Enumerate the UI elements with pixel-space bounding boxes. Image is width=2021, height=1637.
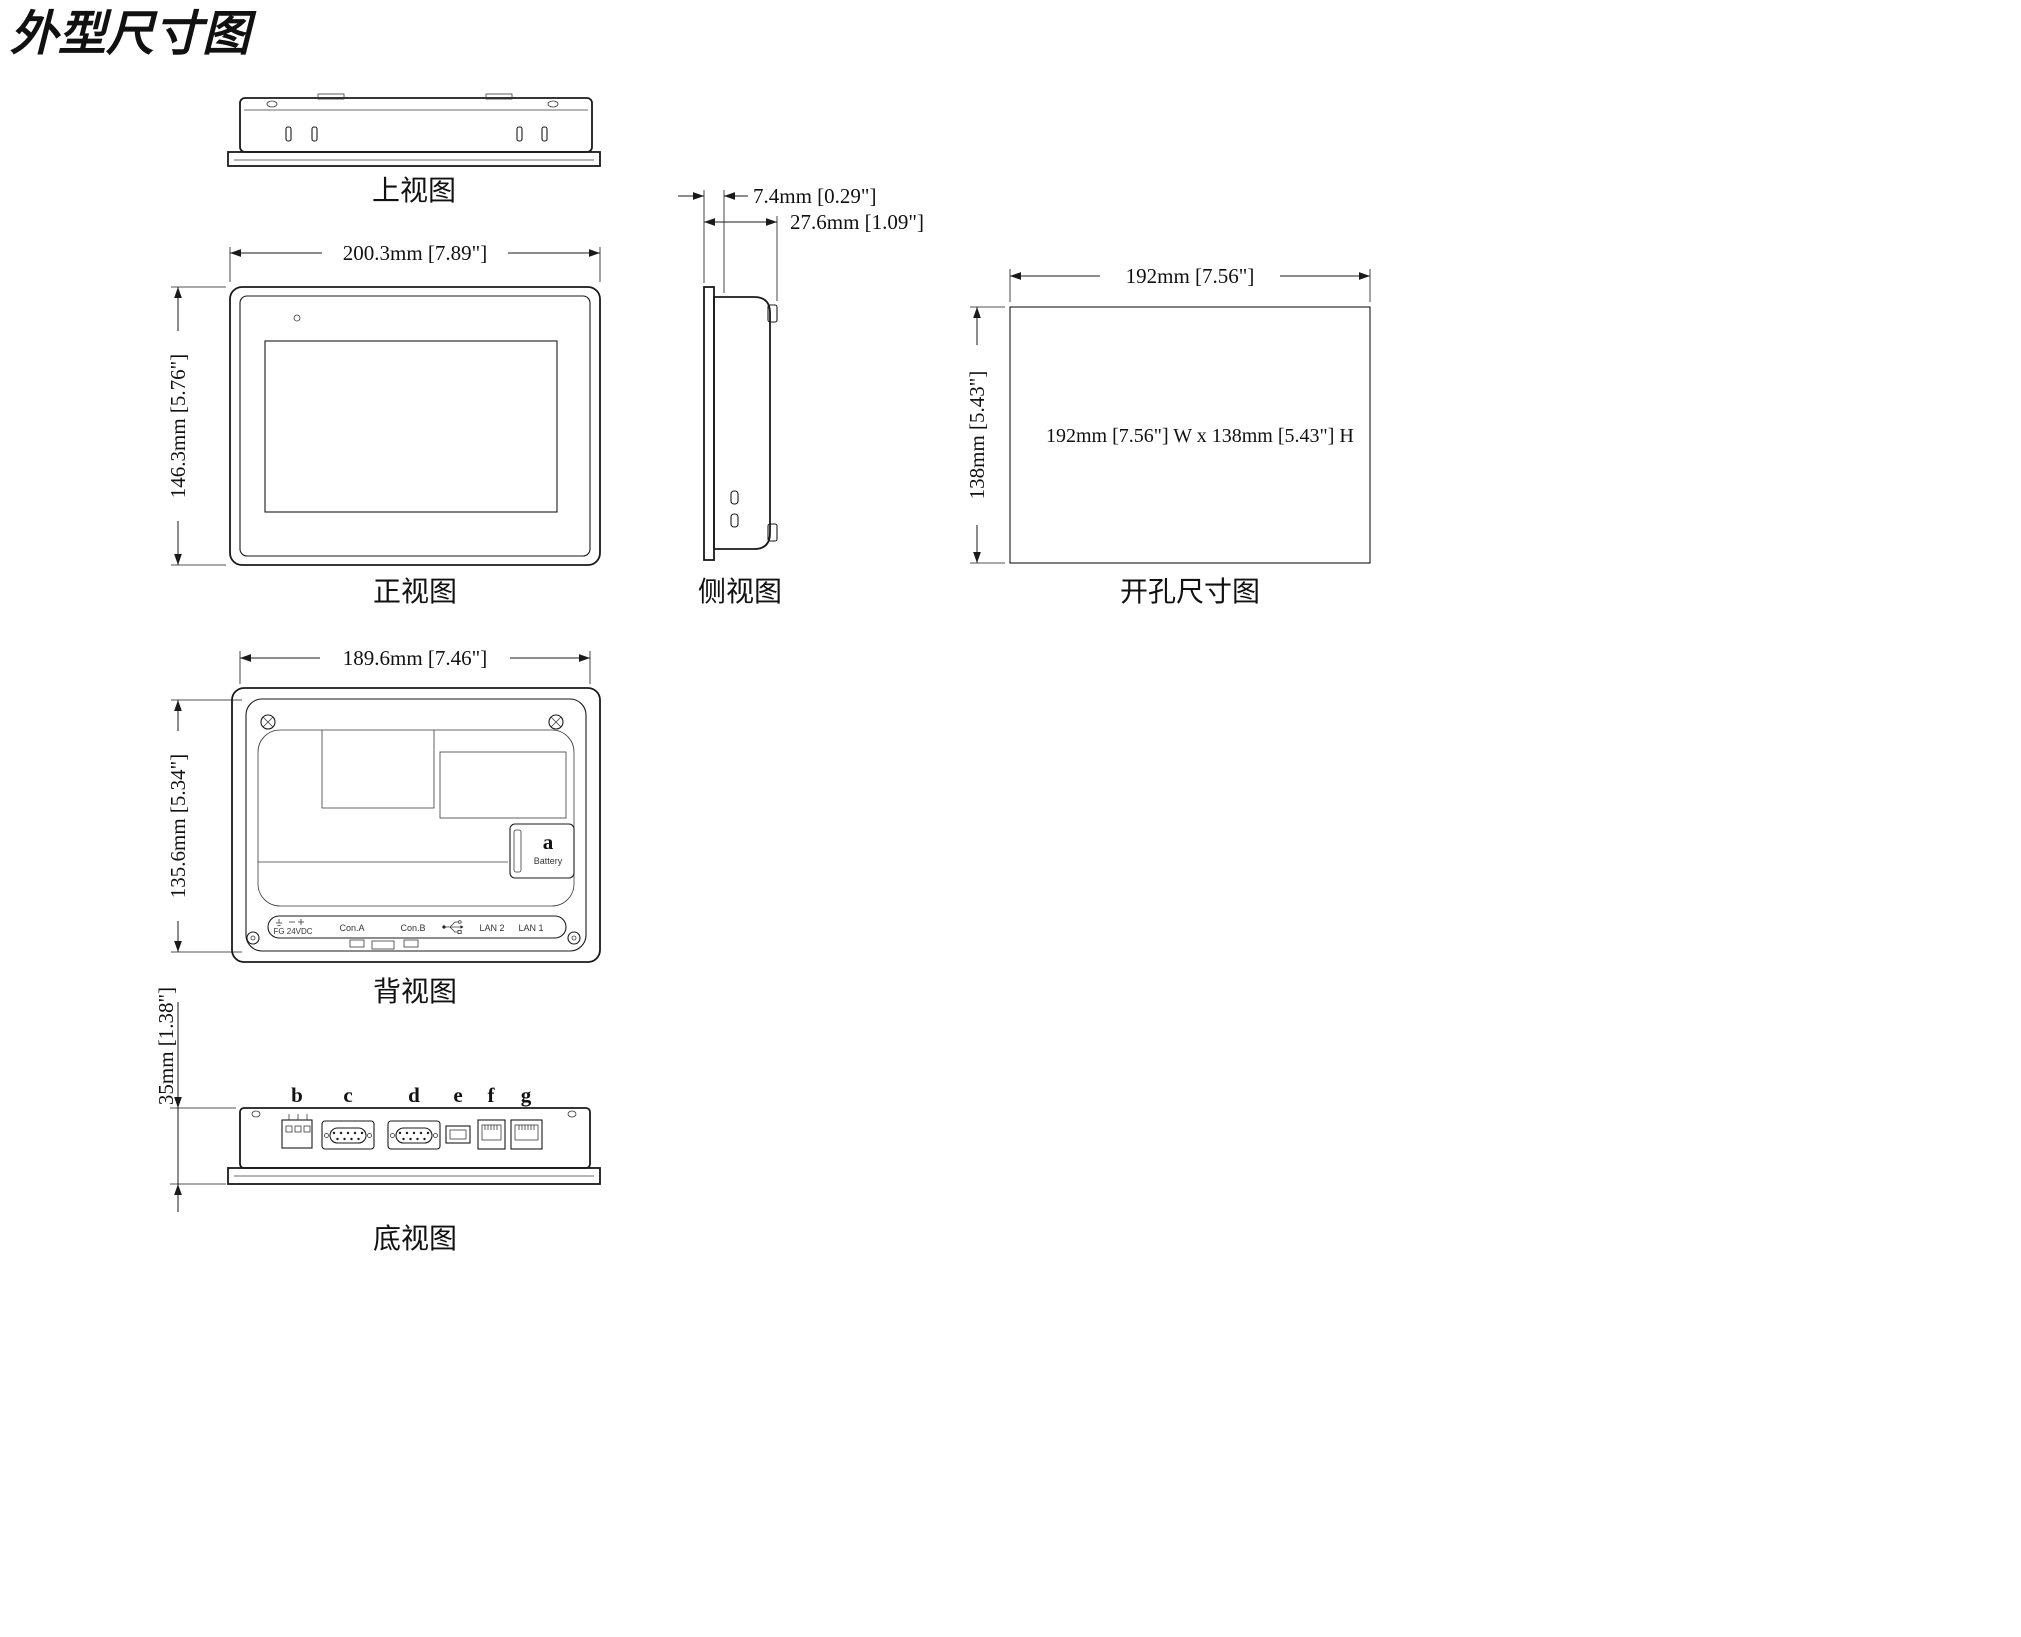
cutout-view: 192mm [7.56"] 138mm [5.43"] 192mm [7.56"… (965, 264, 1371, 607)
tag-con-b: d (408, 1083, 420, 1107)
cutout-width-dim-text: 192mm [7.56"] (1126, 264, 1255, 288)
battery-tag: a (543, 830, 554, 854)
con-b-db9-connector (387, 1120, 441, 1150)
front-width-dim-text: 200.3mm [7.89"] (343, 241, 487, 265)
port-label-lan1: LAN 1 (518, 923, 543, 933)
port-label-lan2: LAN 2 (479, 923, 504, 933)
lan1-connector (510, 1119, 543, 1150)
power-terminal-connector (281, 1114, 313, 1149)
cutout-note: 192mm [7.56"] W x 138mm [5.43"] H (1046, 425, 1354, 447)
battery-compartment: a Battery (509, 823, 575, 879)
usb-icon (442, 920, 464, 935)
tag-usb: e (453, 1083, 462, 1107)
front-view-label: 正视图 (373, 576, 457, 607)
top-view: 上视图 (227, 93, 601, 206)
side-view: 7.4mm [0.29"] 27.6mm [1.09"] 侧视图 (678, 184, 924, 607)
tag-power: b (291, 1083, 303, 1107)
power-polarity-symbols (276, 919, 304, 926)
tag-con-a: c (343, 1083, 352, 1107)
page-title: 外型尺寸图 (10, 8, 257, 61)
cutout-height-dim-text: 138mm [5.43"] (965, 371, 989, 500)
port-label-con-b: Con.B (400, 923, 425, 933)
rear-view-label: 背视图 (373, 976, 457, 1007)
con-b-pins (398, 1131, 430, 1141)
front-height-dimension: 146.3mm [5.76"] (166, 286, 226, 566)
bottom-thickness-dimension: 35mm [1.38"] (154, 987, 236, 1212)
port-label-power: FG 24VDC (273, 927, 312, 936)
rear-view: a Battery FG 24VDC Con.A Con.B LAN (166, 646, 601, 1007)
cutout-width-dimension: 192mm [7.56"] (1009, 264, 1371, 302)
cutout-height-dimension: 138mm [5.43"] (965, 306, 1005, 564)
cutout-view-label: 开孔尺寸图 (1120, 576, 1260, 607)
rear-height-dimension: 135.6mm [5.34"] (166, 699, 242, 953)
front-width-dimension: 200.3mm [7.89"] (229, 241, 601, 282)
side-body-depth-dimension: 27.6mm [1.09"] (704, 210, 924, 301)
rear-internal-details (257, 729, 575, 907)
tag-lan2: f (488, 1083, 496, 1107)
con-a-db9-connector (321, 1120, 375, 1150)
rear-width-dim-text: 189.6mm [7.46"] (343, 646, 487, 670)
connector-tags: b c d e f g (291, 1083, 532, 1107)
rear-screws (246, 714, 581, 945)
port-label-con-a: Con.A (339, 923, 364, 933)
bottom-view: b c d e f g 35mm [1.38"] 底视图 (154, 987, 601, 1254)
side-bezel-depth-text: 7.4mm [0.29"] (753, 184, 876, 208)
top-view-label: 上视图 (372, 175, 456, 206)
front-view: 200.3mm [7.89"] 146.3mm [5.76"] 正视图 (166, 241, 601, 607)
side-view-label: 侧视图 (698, 576, 782, 607)
battery-label: Battery (534, 856, 563, 866)
rear-width-dimension: 189.6mm [7.46"] (239, 646, 591, 684)
side-bezel-depth-dimension: 7.4mm [0.29"] (678, 184, 876, 293)
front-height-dim-text: 146.3mm [5.76"] (166, 354, 190, 498)
bottom-view-label: 底视图 (373, 1223, 457, 1254)
tag-lan1: g (521, 1083, 532, 1107)
lan2-connector (477, 1119, 506, 1150)
side-body-depth-text: 27.6mm [1.09"] (790, 210, 924, 234)
usb-connector (445, 1125, 471, 1144)
rear-port-strip: FG 24VDC Con.A Con.B LAN 2 LAN 1 (267, 915, 567, 950)
front-led-dot (293, 314, 301, 322)
rear-height-dim-text: 135.6mm [5.34"] (166, 754, 190, 898)
con-a-pins (332, 1131, 364, 1141)
bottom-thickness-dim-text: 35mm [1.38"] (154, 987, 178, 1105)
top-vent-slits (285, 126, 548, 142)
